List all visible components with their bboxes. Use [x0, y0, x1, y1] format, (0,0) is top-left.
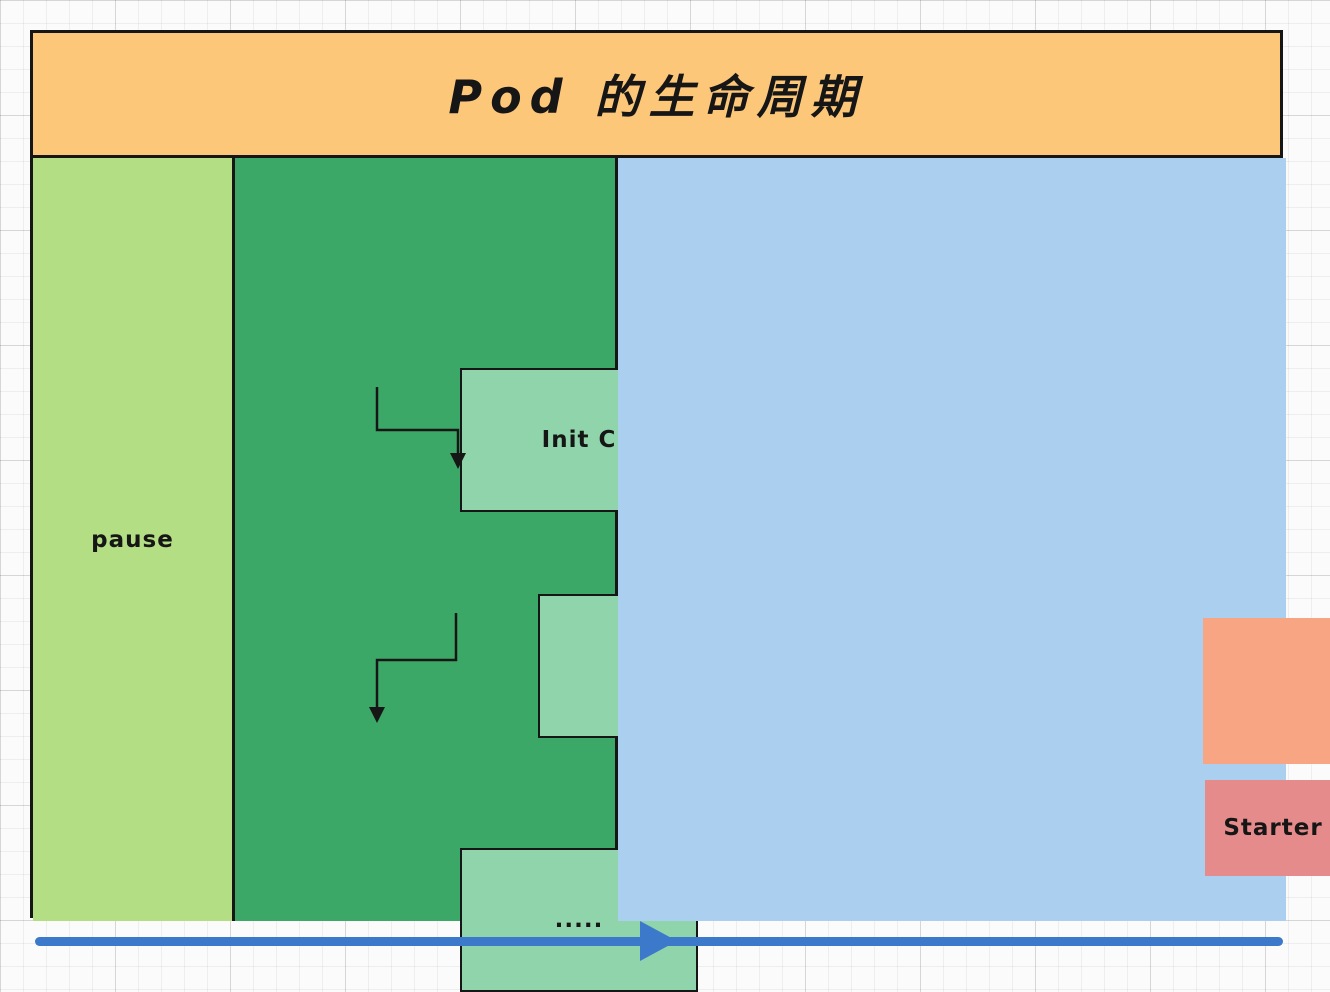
main-container-bar: Main Container: [1203, 618, 1330, 764]
starter-hook-box: Starter: [1205, 780, 1330, 876]
timeline-arrowhead-icon: [640, 921, 677, 961]
pause-label: pause: [91, 526, 174, 553]
diagram-frame: Pod 的生命周期 pause Init C Init C ..... Live…: [30, 30, 1330, 992]
main-container-lane: Liveness Readiness Stop Main Container S…: [618, 158, 1330, 921]
title-bar: Pod 的生命周期: [33, 33, 1280, 158]
init-containers-lane: Init C Init C .....: [235, 158, 778, 992]
page-title: Pod 的生命周期: [448, 70, 865, 124]
init-container-label: Init C: [541, 427, 617, 453]
starter-label: Starter: [1223, 815, 1323, 841]
pause-lane: pause: [33, 158, 235, 921]
init-container-ellipsis-label: .....: [554, 907, 604, 933]
